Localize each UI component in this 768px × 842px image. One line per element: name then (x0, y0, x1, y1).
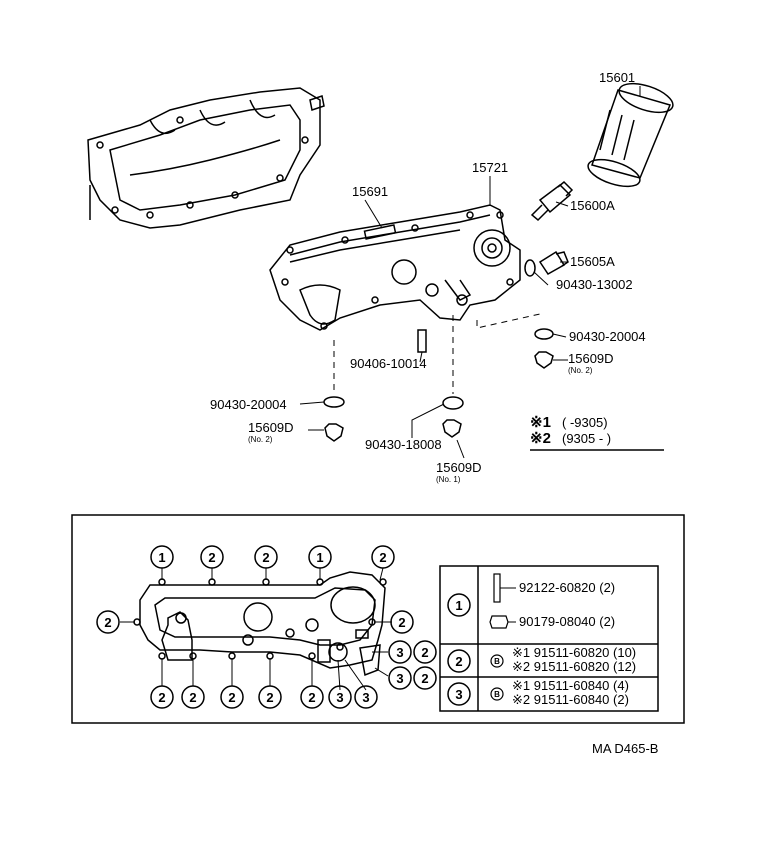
callout-2-right: 2 (390, 610, 414, 634)
svg-text:B: B (494, 690, 500, 699)
callout-1-top-b: 1 (308, 545, 332, 569)
svg-text:2: 2 (398, 615, 405, 630)
callout-2-top-b: 2 (254, 545, 278, 569)
bolt-icon (493, 573, 501, 603)
label-90430-20004-left: 90430-20004 (210, 397, 287, 412)
svg-text:2: 2 (266, 690, 273, 705)
table-row2-part-b: ※2 91511-60820 (12) (512, 659, 636, 674)
union-15600a-drawing (530, 180, 574, 222)
table-row1-part-a: 92122-60820 (2) (519, 580, 615, 595)
diagram-code: MA D465-B (592, 741, 658, 756)
svg-text:3: 3 (396, 671, 403, 686)
table-frame (439, 565, 659, 712)
svg-text:2: 2 (421, 645, 428, 660)
union-15605a-drawing (524, 250, 569, 277)
callout-3-right-a: 3 (388, 640, 412, 664)
flange-bolt-icon-a: B (490, 654, 504, 668)
gasket-callout-leaders (120, 567, 392, 691)
part-labels: 15601 15721 15691 15600A 15605A 90430-13… (210, 70, 646, 484)
svg-text:2: 2 (262, 550, 269, 565)
note-no1-center: (No. 1) (436, 475, 461, 484)
oil-filter-drawing (587, 82, 674, 188)
label-90406-10014: 90406-10014 (350, 356, 427, 371)
table-key-2: 2 (447, 649, 471, 673)
callout-3-bottom-b: 3 (354, 685, 378, 709)
gasket-callouts: 1 2 2 1 2 2 2 3 2 3 2 2 2 2 2 2 3 3 (96, 545, 437, 709)
table-key-3: 3 (447, 682, 471, 706)
callout-2-top-c: 2 (371, 545, 395, 569)
table-row2-part-a: ※1 91511-60820 (10) (512, 645, 636, 660)
label-15609d-left: 15609D (248, 420, 294, 435)
table-row1-part-b: 90179-08040 (2) (519, 614, 615, 629)
inset-frame (71, 514, 685, 724)
label-15609d-center: 15609D (436, 460, 482, 475)
label-15609d-right: 15609D (568, 351, 614, 366)
oil-cooler-assembly (269, 204, 521, 331)
label-15605a: 15605A (570, 254, 615, 269)
period-legend: ※1 ( -9305) ※2 (9305 - ) (530, 414, 664, 451)
svg-text:2: 2 (189, 690, 196, 705)
table-key-1: 1 (447, 593, 471, 617)
svg-text:3: 3 (336, 690, 343, 705)
label-15721: 15721 (472, 160, 508, 175)
stud-90406-drawing (417, 329, 427, 353)
fastener-table: 1 2 3 B B 92122-60820 (2) 90179-08040 (2… (439, 565, 659, 712)
svg-text:2: 2 (421, 671, 428, 686)
svg-text:2: 2 (455, 654, 462, 669)
note-no2-right: (No. 2) (568, 366, 593, 375)
svg-text:2: 2 (104, 615, 111, 630)
callout-2-bottom-d: 2 (258, 685, 282, 709)
label-15600a: 15600A (570, 198, 615, 213)
svg-text:2: 2 (308, 690, 315, 705)
callout-3-right-b: 3 (388, 666, 412, 690)
svg-text:1: 1 (455, 598, 462, 613)
svg-text:3: 3 (396, 645, 403, 660)
label-15691: 15691 (352, 184, 388, 199)
svg-text:3: 3 (362, 690, 369, 705)
callout-2-right-b: 2 (413, 666, 437, 690)
gasket-outline (133, 571, 387, 677)
legend-range-1: ( -9305) (562, 415, 608, 430)
legend-mark-1: ※1 (530, 414, 551, 431)
svg-text:3: 3 (455, 687, 462, 702)
label-90430-13002: 90430-13002 (556, 277, 633, 292)
svg-text:B: B (494, 657, 500, 666)
nut-icon (489, 615, 509, 629)
svg-text:2: 2 (228, 690, 235, 705)
svg-text:2: 2 (379, 550, 386, 565)
svg-text:2: 2 (208, 550, 215, 565)
note-no2-left: (No. 2) (248, 435, 273, 444)
callout-1-top-a: 1 (150, 545, 174, 569)
washer-plug-drawings (323, 328, 554, 442)
legend-range-2: (9305 - ) (562, 431, 611, 446)
callout-2-bottom-a: 2 (150, 685, 174, 709)
callout-2-top-a: 2 (200, 545, 224, 569)
flange-bolt-icon-b: B (490, 687, 504, 701)
label-90430-20004-right: 90430-20004 (569, 329, 646, 344)
engine-block-outline (87, 87, 325, 229)
callout-2-bottom-e: 2 (300, 685, 324, 709)
label-90430-18008: 90430-18008 (365, 437, 442, 452)
callout-2-right-a: 2 (413, 640, 437, 664)
label-15601: 15601 (599, 70, 635, 85)
leader-lines (299, 86, 641, 459)
svg-text:1: 1 (316, 550, 323, 565)
table-row3-part-b: ※2 91511-60840 (2) (512, 692, 629, 707)
legend-mark-2: ※2 (530, 430, 551, 447)
svg-text:2: 2 (158, 690, 165, 705)
callout-2-bottom-b: 2 (181, 685, 205, 709)
callout-3-bottom-a: 3 (328, 685, 352, 709)
callout-2-left: 2 (96, 610, 120, 634)
table-row3-part-a: ※1 91511-60840 (4) (512, 678, 629, 693)
svg-text:1: 1 (158, 550, 165, 565)
callout-2-bottom-c: 2 (220, 685, 244, 709)
dashed-guide-lines (333, 313, 541, 394)
